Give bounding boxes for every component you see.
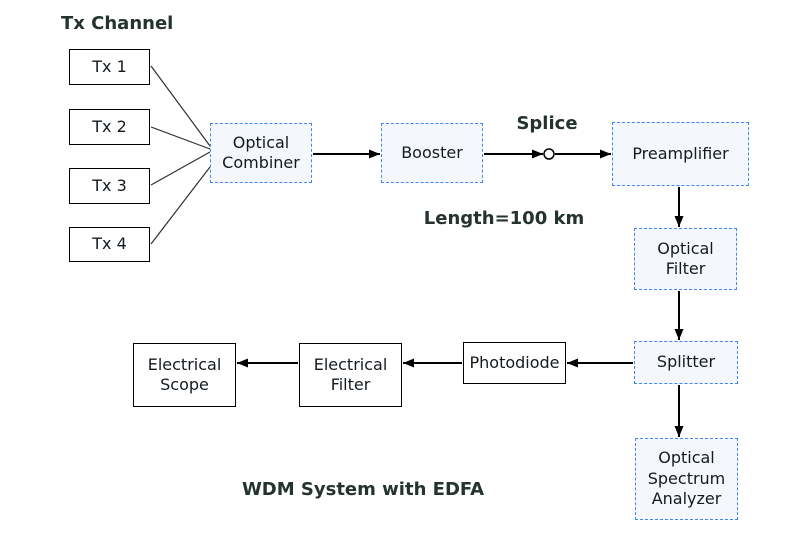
tx-fan-lines [150, 65, 211, 245]
node-tx1: Tx 1 [69, 49, 150, 85]
node-electrical-scope: Electrical Scope [133, 343, 236, 407]
tx-channel-group-label: Tx Channel [61, 13, 174, 34]
node-electrical-filter: Electrical Filter [299, 343, 402, 407]
node-optical-combiner: Optical Combiner [210, 123, 312, 183]
node-booster: Booster [381, 123, 483, 183]
line-tx3-combiner [150, 151, 211, 186]
line-tx4-combiner [150, 166, 211, 245]
line-tx1-combiner [150, 65, 211, 147]
line-tx2-combiner [150, 126, 211, 150]
fiber-length-label: Length=100 km [423, 208, 585, 229]
node-tx3: Tx 3 [69, 168, 150, 204]
node-optical-filter: Optical Filter [634, 228, 737, 290]
node-tx4: Tx 4 [69, 227, 150, 262]
node-splitter: Splitter [634, 341, 738, 384]
signal-arrows [237, 149, 684, 437]
node-photodiode: Photodiode [463, 342, 566, 384]
splice-connector-icon [543, 148, 555, 160]
diagram-caption: WDM System with EDFA [241, 479, 485, 500]
splice-label: Splice [516, 113, 578, 134]
node-optical-spectrum-analyzer: Optical Spectrum Analyzer [635, 438, 738, 520]
node-preamplifier: Preamplifier [612, 122, 749, 186]
node-tx2: Tx 2 [69, 109, 150, 145]
